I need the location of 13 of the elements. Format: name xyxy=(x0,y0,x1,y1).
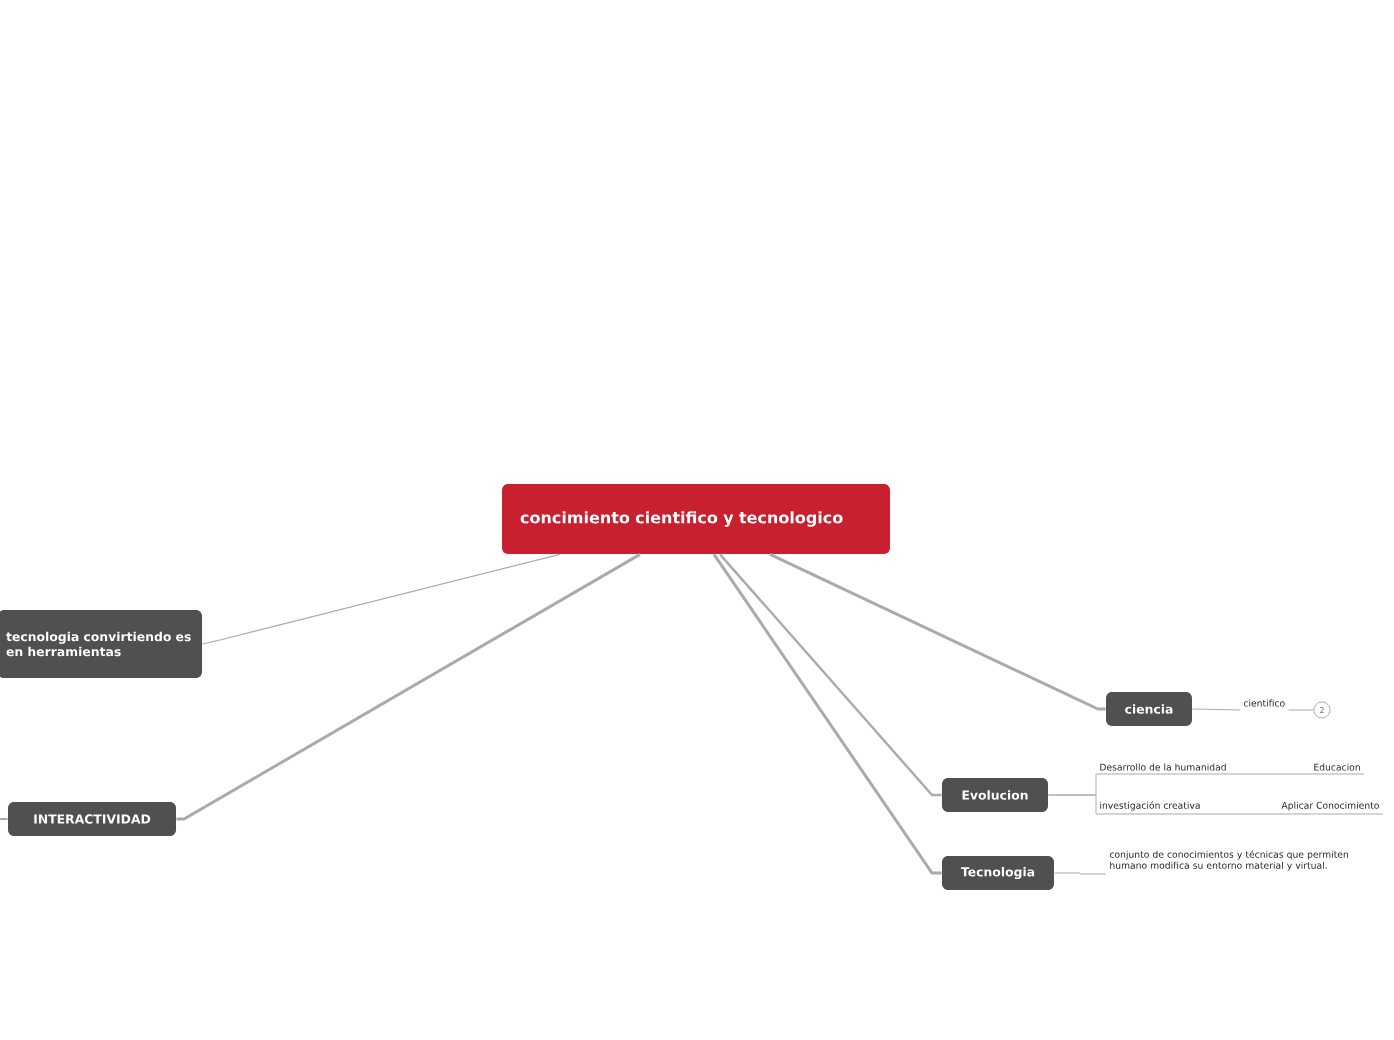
connector-line xyxy=(1288,709,1315,711)
central-topic-box: concimiento cientifico y tecnologico xyxy=(502,484,890,554)
connector-line xyxy=(176,553,641,821)
connector-line xyxy=(712,553,942,875)
connector-line xyxy=(1047,794,1097,815)
connector-line xyxy=(201,553,561,645)
connector-line xyxy=(1191,708,1241,711)
connector-line xyxy=(1053,872,1107,875)
connector-line xyxy=(0,818,9,820)
connector-line xyxy=(1095,813,1384,815)
connector-line xyxy=(769,553,1106,711)
connector-line xyxy=(1095,773,1365,775)
connector-line xyxy=(719,553,942,797)
